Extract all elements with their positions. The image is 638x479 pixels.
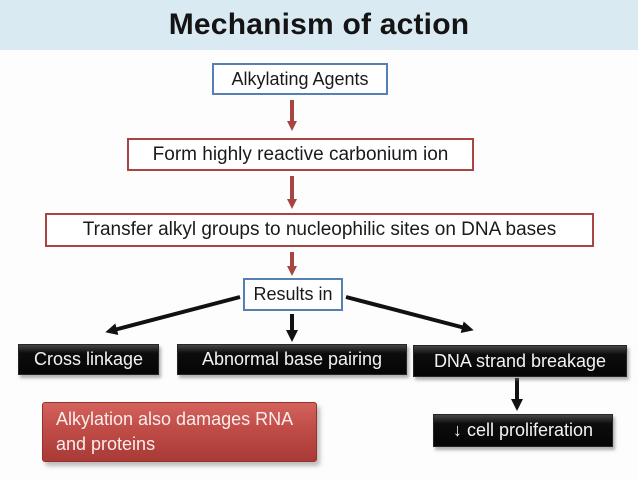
note-box-rna-proteins: Alkylation also damages RNA and proteins [42,402,317,462]
note-text: Alkylation also damages RNA and proteins [56,409,293,454]
flow-box-alkylating-agents: Alkylating Agents [212,63,388,95]
arrow-results-to-crosslinkage-icon [105,295,241,336]
page-title: Mechanism of action [168,8,470,41]
outcome-box-cross-linkage: Cross linkage [18,344,159,375]
flow-box-transfer-alkyl-groups: Transfer alkyl groups to nucleophilic si… [45,213,594,247]
outcome-box-abnormal-base-pairing: Abnormal base pairing [177,344,407,375]
outcome-box-dna-strand-breakage: DNA strand breakage [413,345,627,377]
flow-box-results-in: Results in [243,278,343,311]
flow-box-carbonium-ion: Form highly reactive carbonium ion [127,138,474,171]
outcome-box-cell-proliferation: ↓ cell proliferation [433,414,613,447]
slide-header: Mechanism of action [0,0,638,50]
arrow-results-to-strandbreakage-icon [345,295,474,334]
